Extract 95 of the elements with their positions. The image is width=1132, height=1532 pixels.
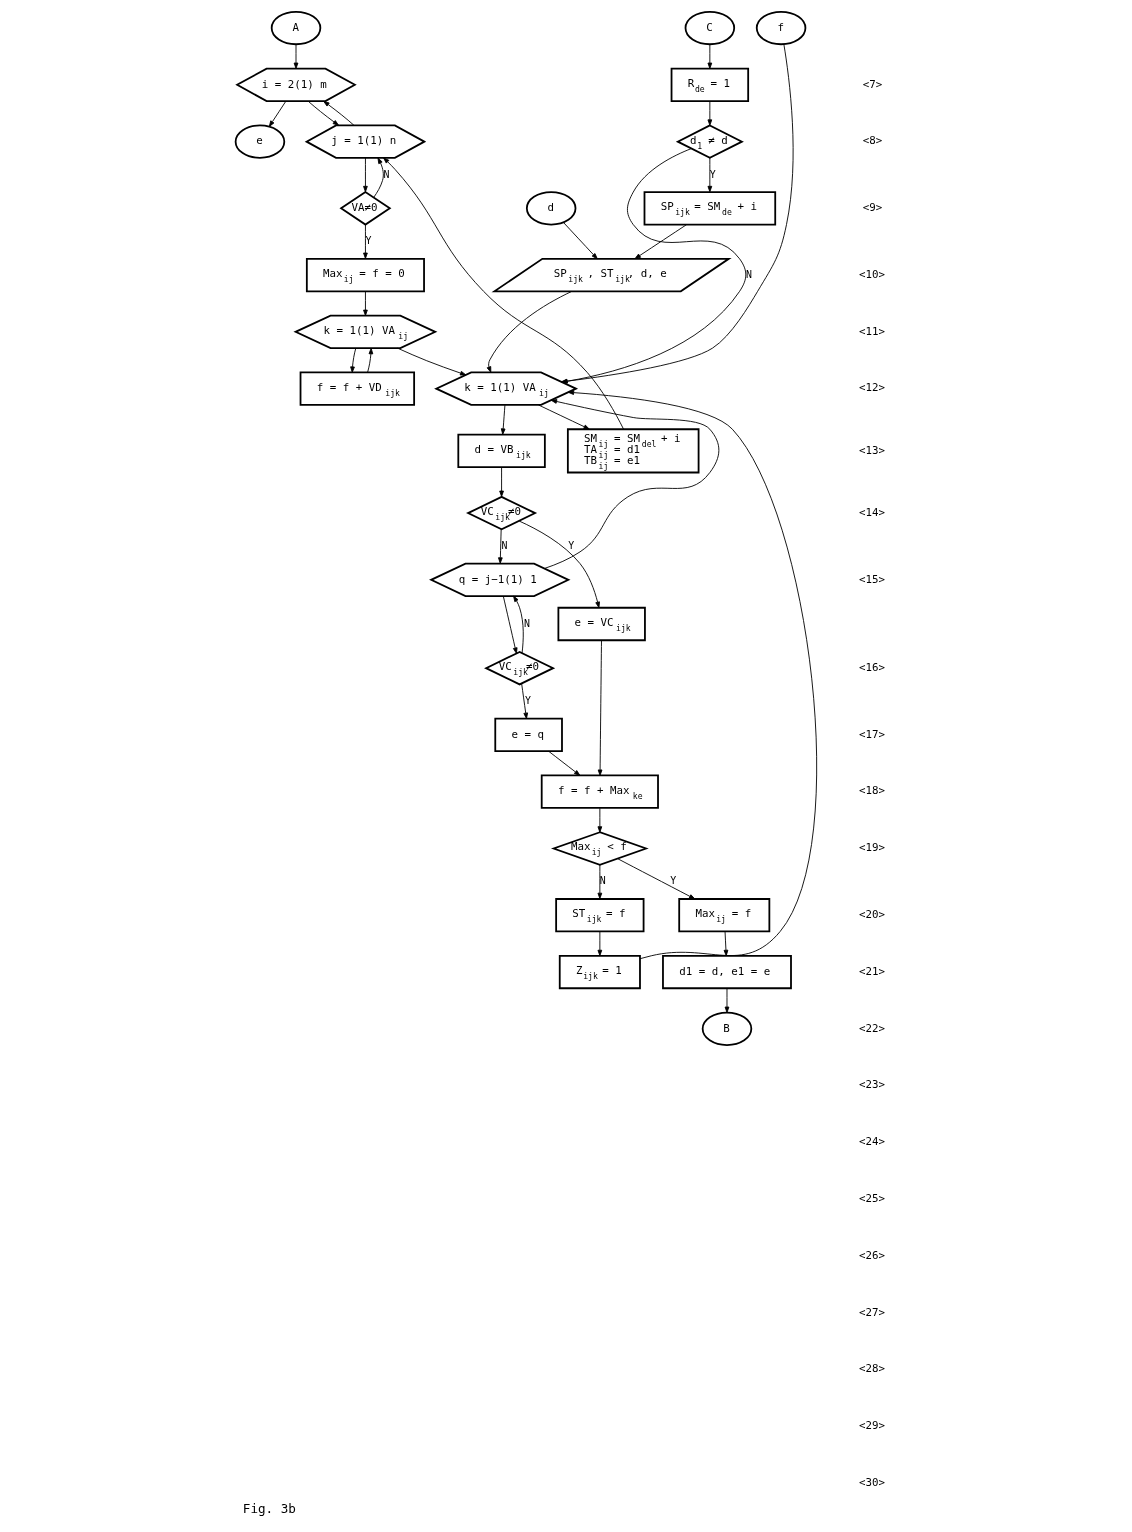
- node-box: ST$_{ijk}$ = f: [554, 898, 644, 933]
- label: <29>: [858, 1419, 885, 1433]
- arrow: [293, 44, 298, 69]
- node-box: f = f + VD$_{ijk}$: [299, 371, 415, 406]
- label: <24>: [858, 1135, 885, 1149]
- edge-label: N: [501, 539, 508, 551]
- arrow: [396, 347, 466, 376]
- arrow: [723, 931, 728, 957]
- node-ellipse: d: [525, 191, 576, 226]
- arrow: [707, 44, 712, 69]
- edge-label: Y: [567, 539, 574, 551]
- label: <21>: [858, 964, 885, 978]
- arrow: [616, 858, 695, 900]
- label: <19>: [858, 841, 885, 855]
- label: <22>: [858, 1021, 885, 1035]
- arrow: [307, 100, 339, 126]
- arrow: [634, 224, 687, 260]
- node-ellipse: B: [701, 1011, 752, 1046]
- node-box: e = q: [493, 717, 563, 752]
- arrow: [349, 347, 356, 373]
- arrow: [597, 640, 602, 776]
- label: <25>: [858, 1192, 885, 1206]
- node-box: Max$_{ij}$ = f: [677, 898, 770, 933]
- arrow: [597, 864, 602, 900]
- label: <15>: [858, 572, 885, 586]
- node-box: SP$_{ijk}$ = SM$_{de}$ + i: [643, 191, 776, 226]
- label: <13>: [858, 443, 885, 457]
- node-box: f = f + Max$_{ke}$: [540, 774, 659, 809]
- label: <23>: [858, 1078, 885, 1092]
- label: <28>: [858, 1362, 885, 1376]
- arrow: [520, 683, 528, 719]
- node-diamond: Max$_{ij}$ < f: [550, 831, 649, 866]
- arrow: [707, 157, 712, 193]
- edge-label: N: [599, 875, 606, 887]
- arrow: [597, 931, 602, 957]
- node-box: e = VC$_{ijk}$: [557, 606, 646, 642]
- arrow: [597, 807, 602, 833]
- arrow: [518, 520, 600, 608]
- arrow: [366, 347, 373, 373]
- arrow: [547, 750, 580, 776]
- label: <16>: [858, 660, 885, 674]
- arrow: [543, 399, 719, 569]
- edge-label: N: [523, 617, 530, 629]
- edge-label: Y: [709, 168, 716, 180]
- arrow: [362, 157, 368, 193]
- arrow: [322, 100, 354, 126]
- arrow: [497, 528, 503, 564]
- node-box: Max$_{ij}$ = f = 0: [305, 257, 425, 293]
- arrow: [512, 595, 524, 654]
- label: <9>: [862, 201, 882, 215]
- arrow: [498, 466, 504, 497]
- arrow: [362, 291, 368, 316]
- node-diamond: VC$_{ijk}$≠0: [465, 495, 537, 531]
- label: <10>: [858, 267, 885, 281]
- label: <27>: [858, 1305, 885, 1319]
- label: <12>: [858, 381, 885, 395]
- edge-label: Y: [524, 695, 531, 707]
- label: <8>: [862, 134, 882, 148]
- node-box: R$_{de}$ = 1: [670, 67, 749, 102]
- label: <17>: [858, 727, 885, 741]
- arrow: [372, 157, 384, 198]
- arrow: [537, 404, 590, 430]
- node-ellipse: f: [755, 10, 806, 46]
- label: <26>: [858, 1248, 885, 1262]
- arrow: [562, 221, 598, 260]
- label: <30>: [858, 1476, 885, 1490]
- node-ellipse: e: [234, 124, 285, 159]
- edge-label: Y: [669, 875, 676, 887]
- arrow: [724, 988, 729, 1013]
- arrow: [382, 157, 624, 430]
- label: <20>: [858, 908, 885, 922]
- arrow: [268, 100, 286, 127]
- arrow: [362, 224, 368, 259]
- node-box: SM$_{ij}$ = SM$_{del}$ + i TA$_{ij}$ = d1 TB$_{ij}$ = e1: [566, 428, 699, 474]
- label: <7>: [862, 77, 882, 91]
- arrow: [486, 291, 572, 373]
- arrow: [707, 100, 712, 126]
- arrow: [567, 390, 817, 960]
- label: <18>: [858, 784, 885, 798]
- arrow: [502, 595, 517, 654]
- label: <11>: [858, 324, 885, 338]
- node-diamond: VA≠0: [338, 191, 391, 226]
- node-ellipse: C: [684, 10, 735, 46]
- caption: Fig. 3b: [242, 1501, 296, 1517]
- arrow: [500, 404, 505, 435]
- edge-label: N: [745, 268, 752, 280]
- edge-label: Y: [364, 235, 371, 247]
- node-ellipse: A: [270, 10, 321, 46]
- edge-label: N: [382, 168, 389, 180]
- node-box: d = VB$_{ijk}$: [456, 433, 546, 468]
- node-box: d1 = d, e1 = e: [661, 954, 792, 990]
- label: <14>: [858, 505, 885, 519]
- node-diamond: VC$_{ijk}$≠0: [483, 650, 555, 686]
- node-diamond: d$_{1}$ ≠ d: [675, 124, 744, 159]
- node-box: Z$_{ijk}$ = 1: [558, 954, 641, 990]
